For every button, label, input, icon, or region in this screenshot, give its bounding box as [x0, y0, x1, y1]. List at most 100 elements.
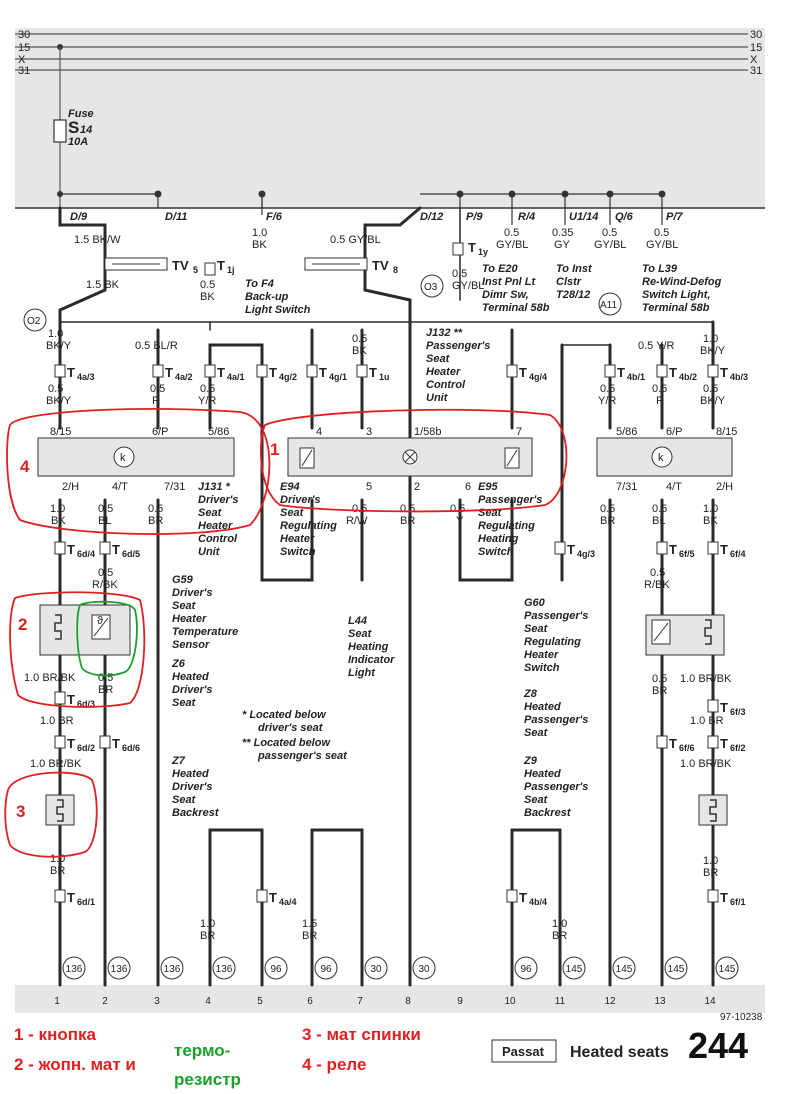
svg-text:Seat: Seat	[172, 600, 197, 612]
legend-item-4: 4 - реле	[302, 1055, 366, 1074]
svg-text:BR: BR	[400, 515, 415, 527]
svg-text:Terminal 58b: Terminal 58b	[642, 302, 710, 314]
svg-text:E95: E95	[478, 481, 498, 493]
svg-text:5: 5	[366, 481, 372, 493]
svg-text:5/86: 5/86	[616, 426, 637, 438]
svg-text:6f/6: 6f/6	[679, 743, 695, 753]
e95-label: E95 Passenger's Seat Regulating Heating …	[478, 481, 542, 558]
tap-r4: R/4	[518, 211, 535, 223]
l44-label: L44 Seat Heating Indicator Light	[348, 615, 395, 679]
svg-text:145: 145	[566, 964, 583, 975]
svg-text:T: T	[369, 365, 377, 380]
svg-text:0.5: 0.5	[200, 279, 215, 291]
legend: 1 - кнопка 2 - жопн. мат и термо- резист…	[14, 1025, 421, 1089]
svg-text:T: T	[67, 736, 75, 751]
column-number-10: 10	[504, 996, 516, 1007]
svg-text:Z8: Z8	[523, 688, 538, 700]
svg-text:T: T	[519, 890, 527, 905]
svg-text:4: 4	[20, 457, 30, 476]
annotation-outlines	[4, 407, 568, 858]
e94-label: E94 Driver's Seat Regulating Heater Swit…	[280, 481, 337, 558]
svg-text:BR: BR	[600, 515, 615, 527]
svg-text:5/86: 5/86	[208, 426, 229, 438]
svg-text:A11: A11	[600, 300, 617, 311]
svg-text:BR: BR	[148, 515, 163, 527]
fuse-name: S	[68, 118, 79, 137]
svg-text:Driver's: Driver's	[172, 684, 213, 696]
svg-text:Z9: Z9	[523, 755, 538, 767]
svg-text:Back-up: Back-up	[245, 291, 289, 303]
svg-text:k: k	[120, 452, 126, 464]
svg-text:T: T	[669, 736, 677, 751]
svg-text:T: T	[217, 365, 225, 380]
j131-control-unit: k 8/15 6/P 5/86 2/H 4/T 7/31	[37, 426, 235, 493]
svg-text:1u: 1u	[379, 372, 390, 382]
svg-text:BK: BK	[252, 239, 267, 251]
svg-text:BR: BR	[50, 865, 65, 877]
svg-text:0.5: 0.5	[352, 503, 367, 515]
svg-text:Passenger's: Passenger's	[426, 340, 490, 352]
svg-text:0.5: 0.5	[650, 567, 665, 579]
fuse-panel-area	[15, 28, 765, 208]
fuse-s14: Fuse S 14 10A	[53, 44, 94, 208]
svg-text:0.5: 0.5	[352, 333, 367, 345]
fuse-label: Fuse	[68, 108, 94, 120]
svg-text:Seat: Seat	[524, 623, 549, 635]
wire-labels-mid: 1.0 BK/Y 0.5 BL/R 0.5 BK 0.5 BK/Y 0.5 R …	[46, 328, 726, 407]
column-number-7: 7	[357, 996, 363, 1007]
svg-text:1.0: 1.0	[50, 503, 65, 515]
svg-text:T: T	[67, 365, 75, 380]
svg-text:1.0: 1.0	[48, 328, 63, 340]
bus-15-right: 15	[750, 42, 762, 54]
ground-point-11: 145	[612, 956, 636, 980]
svg-text:Regulating: Regulating	[478, 520, 535, 532]
svg-text:0.5: 0.5	[200, 383, 215, 395]
ref-inst: To Inst Clstr T28/12	[556, 263, 593, 301]
ground-point-1: 136	[62, 956, 86, 980]
svg-text:Seat: Seat	[280, 507, 305, 519]
t1j-sub: 1j	[227, 265, 235, 275]
svg-text:1.0 BR/BK: 1.0 BR/BK	[30, 758, 82, 770]
z8-label: Z8 Heated Passenger's Seat	[523, 688, 588, 739]
svg-text:0.5: 0.5	[652, 673, 667, 685]
svg-text:4a/1: 4a/1	[227, 372, 245, 382]
svg-text:T: T	[617, 365, 625, 380]
bus-taps	[60, 190, 666, 225]
svg-text:2/H: 2/H	[62, 481, 79, 493]
svg-text:GY/BL: GY/BL	[594, 239, 626, 251]
svg-text:1.0: 1.0	[50, 853, 65, 865]
svg-text:T: T	[67, 890, 75, 905]
tv8-sub: 8	[393, 265, 398, 275]
svg-text:Indicator: Indicator	[348, 654, 395, 666]
svg-text:4g/3: 4g/3	[577, 549, 595, 559]
svg-text:Heated: Heated	[524, 701, 561, 713]
ground-point-5: 96	[264, 956, 288, 980]
svg-text:BK: BK	[200, 291, 215, 303]
svg-text:R: R	[152, 395, 160, 407]
svg-text:0.5: 0.5	[98, 503, 113, 515]
svg-text:Terminal 58b: Terminal 58b	[482, 302, 550, 314]
bus-x-right: X	[750, 54, 758, 66]
j132-label: J132 ** Passenger's Seat Heater Control …	[426, 327, 490, 404]
svg-text:1.0: 1.0	[703, 855, 718, 867]
svg-text:Inst Pnl Lt: Inst Pnl Lt	[482, 276, 537, 288]
svg-text:136: 136	[111, 964, 128, 975]
svg-text:Z6: Z6	[171, 658, 186, 670]
ground-point-4: 136	[212, 956, 236, 980]
svg-text:GY/BL: GY/BL	[496, 239, 528, 251]
page-number: 244	[688, 1025, 748, 1066]
ground-point-8: 30	[412, 956, 436, 980]
svg-text:BK/Y: BK/Y	[700, 345, 726, 357]
svg-text:1.0 BR: 1.0 BR	[690, 715, 724, 727]
svg-text:Heater: Heater	[280, 533, 315, 545]
tv8-label: TV	[372, 258, 389, 273]
svg-text:1.0 BR/BK: 1.0 BR/BK	[680, 673, 732, 685]
svg-text:6/P: 6/P	[666, 426, 683, 438]
svg-text:Driver's: Driver's	[172, 587, 213, 599]
svg-text:Backrest: Backrest	[172, 807, 220, 819]
svg-text:0.5: 0.5	[98, 672, 113, 684]
svg-text:3: 3	[16, 802, 25, 821]
svg-text:BK/Y: BK/Y	[700, 395, 726, 407]
